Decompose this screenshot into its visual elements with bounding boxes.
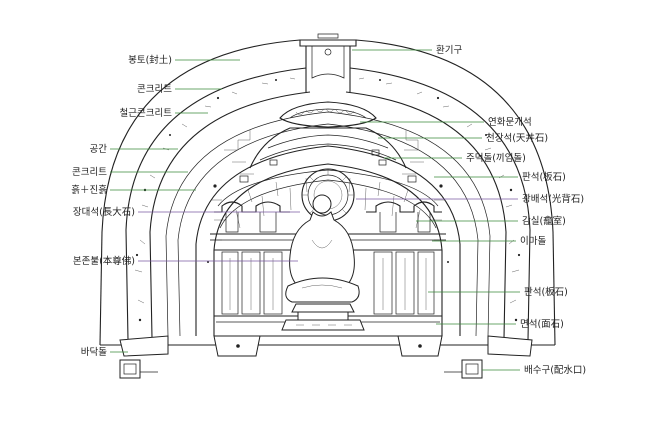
label-jumeokdol: 주먹돌(끼임돌) xyxy=(466,152,526,164)
label-bongto: 봉토(封土) xyxy=(128,54,172,66)
label-hwangigu: 환기구 xyxy=(436,44,462,56)
main-buddha-statue xyxy=(281,194,365,331)
label-bonjonbul: 본존불(本尊佛) xyxy=(73,255,135,267)
label-baesugu: 배수구(配水口) xyxy=(524,364,586,376)
inner-stone-dome xyxy=(213,101,443,336)
label-concrete-inner: 콘크리트 xyxy=(72,167,107,178)
label-yeonhwa: 연화문개석 xyxy=(488,117,532,128)
leader-lines-left xyxy=(110,59,300,353)
label-panseok-lower: 판석(板石) xyxy=(524,286,568,298)
label-space: 공간 xyxy=(90,144,108,155)
label-soil-clay: 흙＋진흙 xyxy=(71,184,107,196)
labels-left: 봉토(封土) 콘크리트 철근콘크리트 공간 콘크리트 흙＋진흙 장대석(長大石)… xyxy=(71,54,172,358)
halo-stone xyxy=(301,168,355,222)
inner-concrete-layer xyxy=(165,111,491,337)
label-concrete-outer: 콘크리트 xyxy=(137,84,172,95)
mound-outline xyxy=(99,39,556,346)
ventilation-shaft xyxy=(299,33,357,92)
label-imadol: 이마돌 xyxy=(520,236,546,247)
label-gamsil: 감실(龕室) xyxy=(522,215,566,227)
label-cheonjangseok: 천장석(天井石) xyxy=(486,132,548,144)
label-badakdol: 바닥돌 xyxy=(81,347,107,358)
labels-right: 환기구 연화문개석 천장석(天井石) 주먹돌(끼임돌) 판석(板石) 광배석(光… xyxy=(436,44,586,376)
label-rebar-concrete: 철근콘크리트 xyxy=(120,108,173,119)
leader-lines-right xyxy=(352,49,520,371)
label-panseok-upper: 판석(板石) xyxy=(522,171,566,183)
label-gwangbaeseok: 광배석(光背石) xyxy=(522,193,584,205)
outer-concrete-dome xyxy=(125,67,531,341)
label-myeonseok: 면석(面石) xyxy=(520,319,564,330)
label-jangdaeseok: 장대석(長大石) xyxy=(73,206,135,218)
floor-and-foundation xyxy=(100,335,555,379)
